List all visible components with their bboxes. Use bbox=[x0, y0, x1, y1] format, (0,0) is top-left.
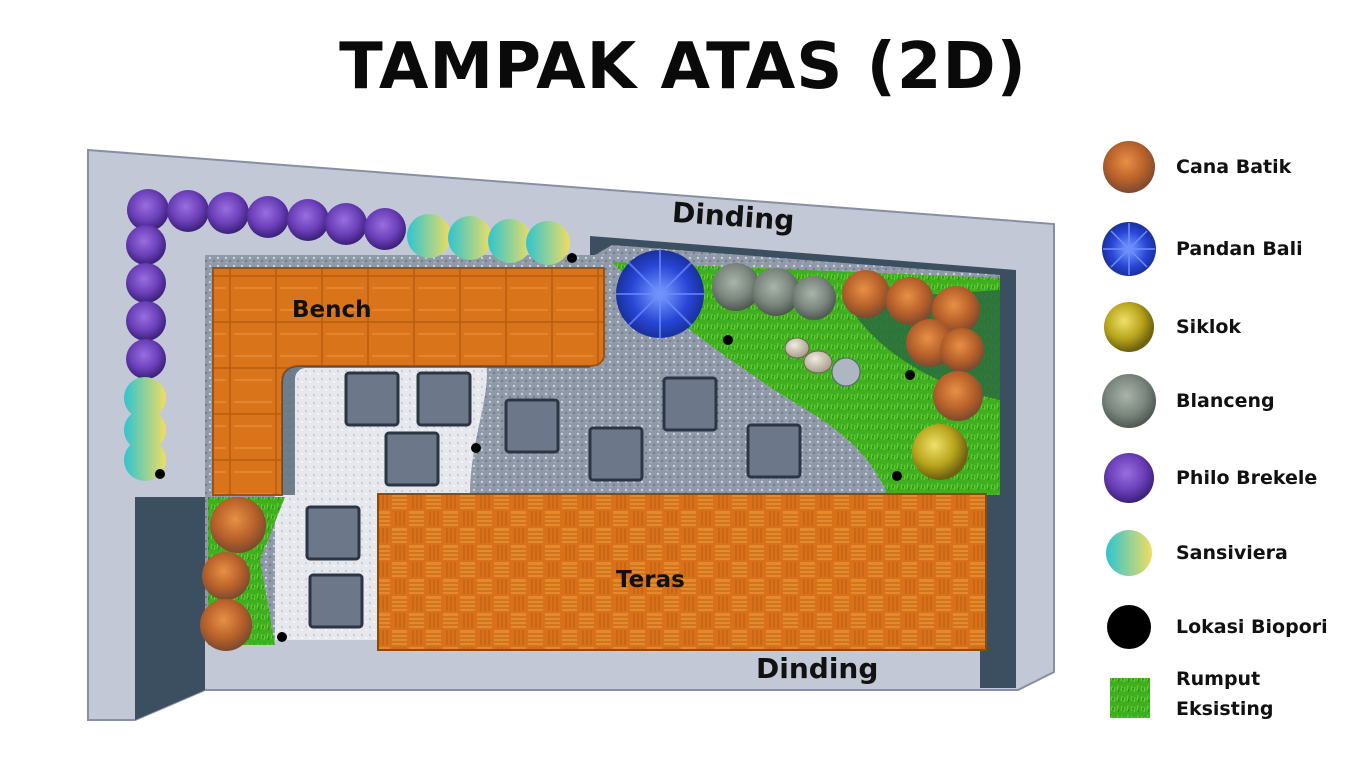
legend-item-cana-batik: Cana Batik bbox=[1100, 138, 1291, 196]
cana-batik-icon bbox=[1103, 141, 1155, 193]
legend-label: Blanceng bbox=[1176, 390, 1275, 412]
terrace bbox=[377, 493, 987, 651]
blanceng-plants bbox=[712, 263, 836, 320]
legend-item-pandan-bali: Pandan Bali bbox=[1100, 220, 1303, 278]
wall-bottom-label: Dinding bbox=[756, 652, 879, 685]
pandan-bali-icon bbox=[1102, 222, 1156, 276]
legend-label: Rumput Eksisting bbox=[1176, 668, 1274, 720]
terrace-label: Teras bbox=[616, 567, 685, 593]
legend-item-blanceng: Blanceng bbox=[1100, 372, 1275, 430]
legend-label: Siklok bbox=[1176, 316, 1242, 338]
sansiviera-icon bbox=[1106, 530, 1152, 576]
stepping-stones bbox=[305, 371, 802, 629]
legend-item-grass: Rumput Eksisting bbox=[1100, 664, 1286, 730]
legend-label: Lokasi Biopori bbox=[1176, 616, 1328, 638]
left-wall-shadow bbox=[135, 497, 205, 720]
grass-icon bbox=[1110, 678, 1150, 718]
legend-item-biopori: Lokasi Biopori bbox=[1100, 598, 1328, 656]
biopori-icon bbox=[1107, 605, 1151, 649]
legend-item-philo-brekele: Philo Brekele bbox=[1100, 449, 1317, 507]
blanceng-icon bbox=[1102, 374, 1156, 428]
decorative-stones bbox=[784, 337, 861, 387]
philo-brekele-plants bbox=[126, 189, 406, 379]
siklok-plant bbox=[912, 424, 968, 480]
sansiviera-plants bbox=[124, 214, 570, 481]
legend-label: Cana Batik bbox=[1176, 156, 1292, 178]
legend-label: Pandan Bali bbox=[1176, 238, 1303, 260]
biopori-locations bbox=[155, 253, 915, 642]
cana-batik-plants bbox=[200, 270, 984, 651]
legend-item-sansiviera: Sansiviera bbox=[1100, 524, 1288, 582]
bench-label: Bench bbox=[292, 297, 372, 323]
page-title: TAMPAK ATAS (2D) bbox=[339, 30, 1027, 104]
pandan-bali-plant bbox=[615, 248, 705, 340]
legend-label: Philo Brekele bbox=[1176, 467, 1318, 489]
philo-brekele-icon bbox=[1104, 453, 1154, 503]
legend-label: Sansiviera bbox=[1176, 542, 1288, 564]
legend-item-siklok: Siklok bbox=[1100, 298, 1241, 356]
siklok-icon bbox=[1104, 302, 1154, 352]
